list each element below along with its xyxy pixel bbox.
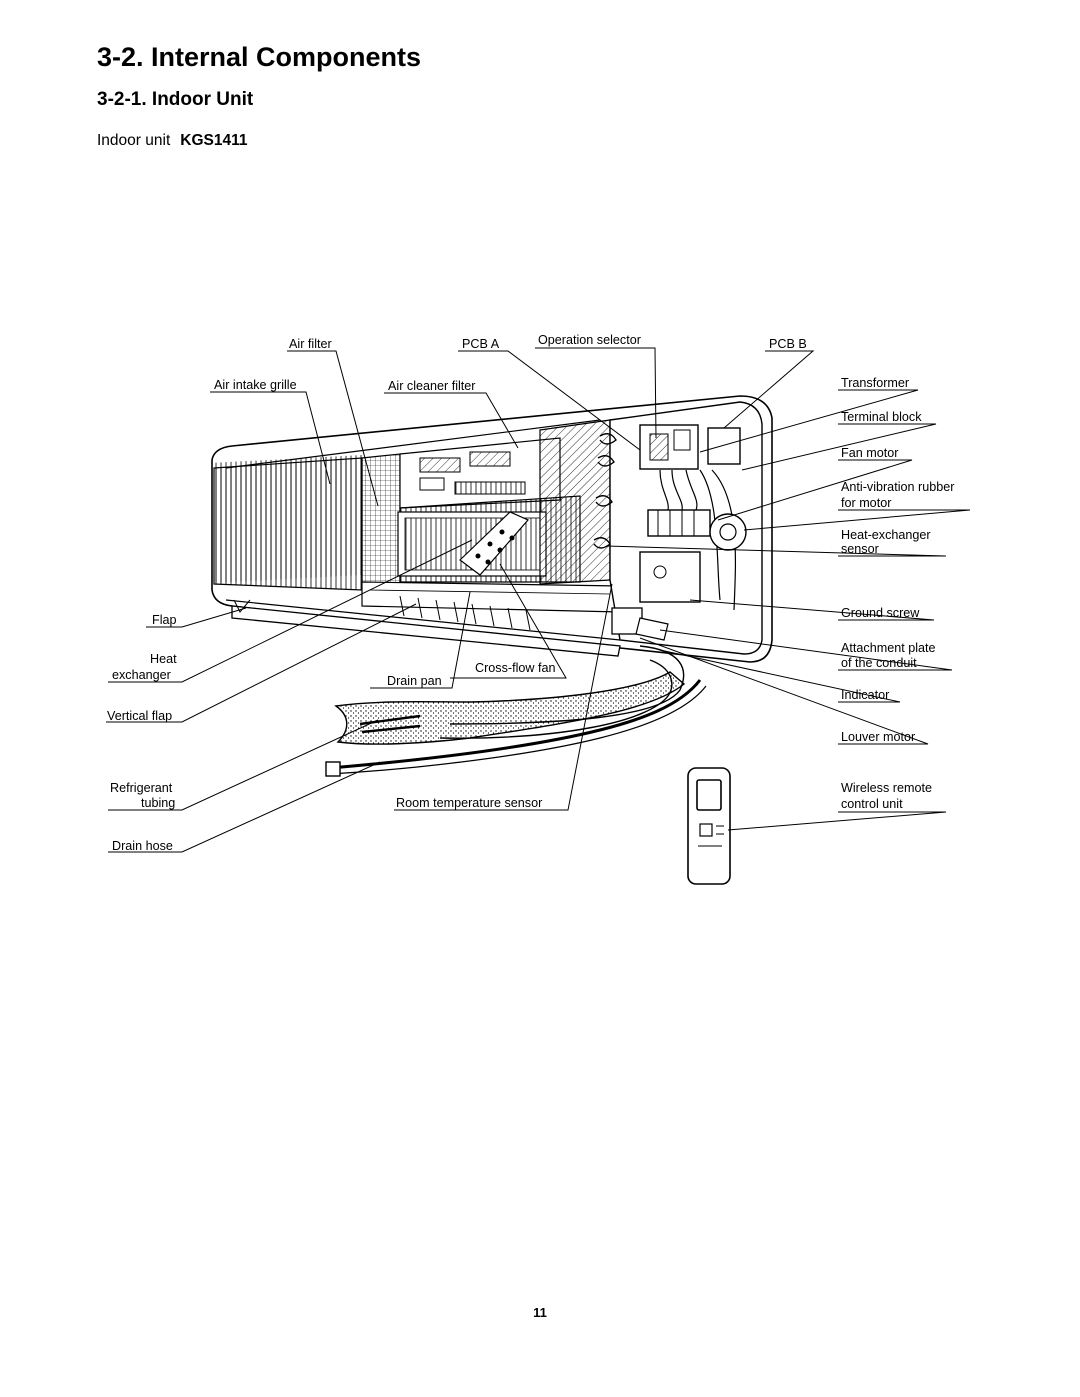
indoor-unit-body <box>211 395 773 663</box>
label-ground-screw: Ground screw <box>841 606 920 620</box>
label-pcb-a: PCB A <box>462 337 500 351</box>
label-wireless-remote: Wireless remote <box>841 781 932 795</box>
label-operation-selector: Operation selector <box>538 333 641 347</box>
label-flap: Flap <box>152 613 177 627</box>
label-refrigerant-tubing-2: tubing <box>141 796 175 810</box>
label-attachment-plate-2: of the conduit <box>841 656 917 670</box>
label-attachment-plate: Attachment plate <box>841 641 936 655</box>
label-air-filter: Air filter <box>289 337 332 351</box>
leader-lines <box>106 347 971 853</box>
labels: Air filter PCB A Operation selector PCB … <box>107 333 954 853</box>
label-refrigerant-tubing: Refrigerant <box>110 781 173 795</box>
label-heat-exchanger: Heat <box>150 652 177 666</box>
label-cross-flow-fan: Cross-flow fan <box>475 661 555 675</box>
label-heat-exchanger-2: exchanger <box>112 668 171 682</box>
page-number: 11 <box>533 1305 547 1320</box>
label-drain-pan: Drain pan <box>387 674 442 688</box>
label-heat-exchanger-sensor: Heat-exchanger <box>841 528 931 542</box>
subsection-title: 3-2-1. Indoor Unit <box>97 89 254 110</box>
label-anti-vibration-rubber: Anti-vibration rubber <box>841 480 954 494</box>
label-drain-hose: Drain hose <box>112 839 173 853</box>
label-heat-exchanger-sensor-2: sensor <box>841 542 879 556</box>
label-louver-motor: Louver motor <box>841 730 915 744</box>
model-number: KGS1411 <box>180 132 248 149</box>
unit-label: Indoor unit <box>97 132 171 149</box>
label-terminal-block: Terminal block <box>841 410 922 424</box>
label-wireless-remote-2: control unit <box>841 797 903 811</box>
label-transformer: Transformer <box>841 376 909 390</box>
label-anti-vibration-rubber-2: for motor <box>841 496 891 510</box>
label-pcb-b: PCB B <box>769 337 807 351</box>
section-title: 3-2. Internal Components <box>97 42 422 72</box>
piping <box>325 645 707 777</box>
label-air-cleaner-filter: Air cleaner filter <box>388 379 476 393</box>
label-room-temperature-sensor: Room temperature sensor <box>396 796 542 810</box>
label-vertical-flap: Vertical flap <box>107 709 172 723</box>
label-air-intake-grille: Air intake grille <box>214 378 297 392</box>
label-indicator: Indicator <box>841 688 889 702</box>
unit-heading: Indoor unit KGS1411 <box>97 132 247 150</box>
wireless-remote-control <box>687 767 731 885</box>
label-fan-motor: Fan motor <box>841 446 898 460</box>
